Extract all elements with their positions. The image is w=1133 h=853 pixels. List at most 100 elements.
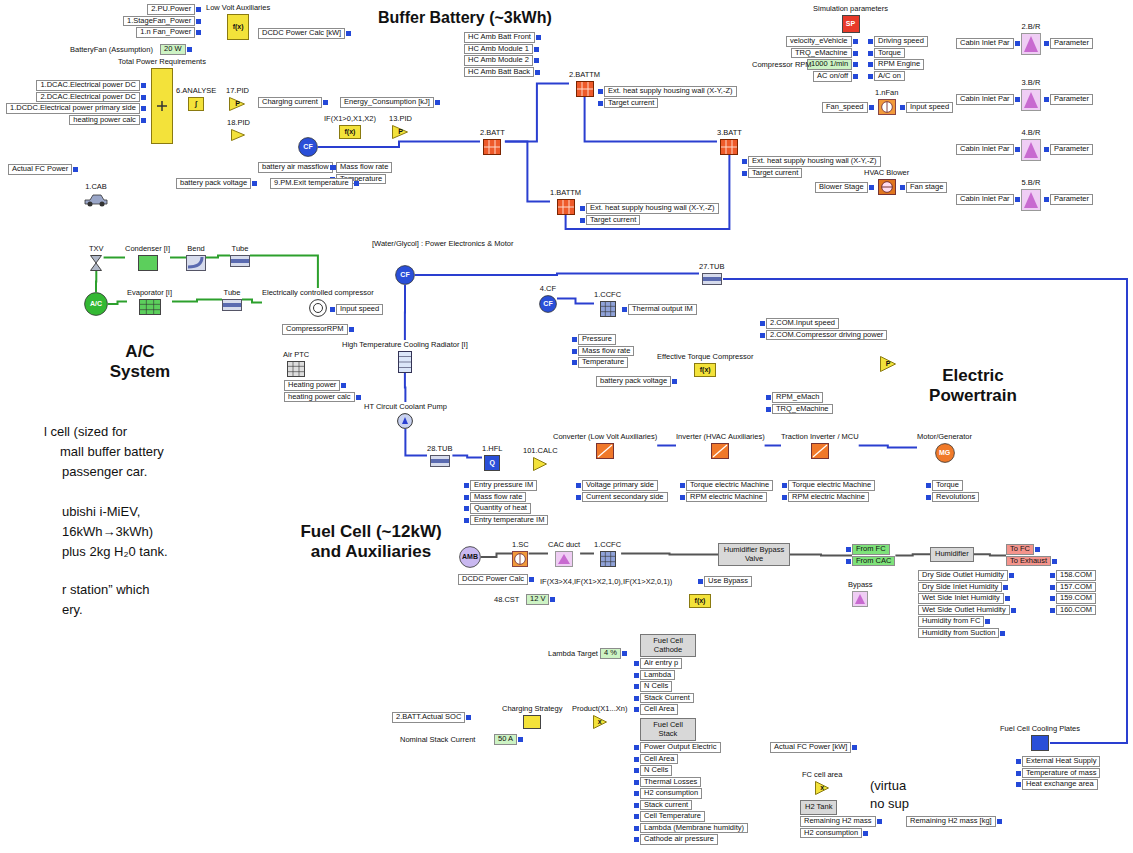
icon-symbol [811,443,829,459]
port-dot [863,831,868,836]
port-dot [900,105,905,110]
icon-frame: x [815,781,829,795]
port-label: CompressorRPM [286,324,344,333]
port-group: HC Amb Batt FrontHC Amb Module 1HC Amb M… [464,32,535,78]
port-row: External Heat Supply [1022,756,1100,767]
component-icon: Simulation parametersSP [813,4,888,33]
port-dot [672,379,677,384]
port-row: RPM electric Machine [686,492,767,503]
component-icon: 1.nFan [875,88,898,115]
port-label: Blower Stage [819,182,864,191]
port-dot [518,737,523,742]
component-name: 13.PID [389,114,412,123]
icon-frame [483,139,501,155]
port-row: From FC [852,544,890,555]
port-row: Mass flow rate [578,346,634,357]
process-block: Humidifier [930,547,974,562]
annotation: (virtua [870,778,906,794]
port-row: Torque [874,48,905,59]
port-dot [853,51,858,56]
port-group: Actual FC Power [kW] [770,742,851,754]
icon-frame [600,301,616,317]
port-group: velocity_eVehicleTRQ_eMachine [786,36,852,59]
port-group: 2.COM.Input speed2.COM.Compressor drivin… [766,318,887,341]
port-group: Input speed [906,102,953,114]
port-row: Stack current [640,800,692,811]
port-row: 12 V [526,594,549,605]
port-label: Lambda [644,670,671,679]
port-label: DCDC Power Calc [462,574,524,583]
block-label: Fuel Cell Stack [645,721,691,738]
component-name: 27.TUB [699,262,724,271]
icon-symbol [711,443,729,459]
component-icon: CAC duct [548,540,580,567]
port-row: Quantity of heat [470,503,531,514]
component-icon: 3.BATT [717,128,742,155]
component-name: 1.nFan [875,88,898,97]
port-row: Mass flow rate [336,162,392,173]
port-dot [354,181,359,186]
port-label: RPM electric Machine [792,492,865,501]
port-dot [141,106,146,111]
port-row: Thermal Losses [640,777,701,788]
component-name: CAC duct [548,540,580,549]
port-row: 1.StageFan_Power [123,16,195,27]
port-dot [323,100,328,105]
port-row: A/C on [874,71,905,82]
component-icon: 3.B/R [1021,78,1041,111]
component-name: 3.BATT [717,128,742,137]
port-group: Actual FC Power [8,164,72,176]
component-icon: 101.CALC [523,446,558,471]
port-dot [1016,771,1021,776]
icon-frame [576,81,594,97]
icon-text: P [388,128,412,136]
port-row: Parameter [1050,144,1093,155]
icon-symbol [576,81,594,97]
port-dot [252,181,257,186]
port-row: To Exhaust [1006,556,1051,567]
component-name: 6.ANALYSE [176,86,216,95]
icon-frame [1021,89,1041,111]
component-name: Charging Strategy [502,704,562,713]
port-dot [1016,759,1021,764]
port-label: 4 % [604,648,617,657]
coolant-line [580,553,594,555]
component-icon: 1.BATTM [550,188,581,215]
port-label: 1.DCAC.Electrical power DC [40,80,135,89]
component-name: HVAC Blower [864,168,909,177]
icon-symbol [720,139,738,155]
icon-symbol [557,199,575,215]
port-group: battery pack voltage [176,178,251,190]
icon-symbol [397,413,413,429]
component-name: 4.B/R [1022,128,1041,137]
port-label: Ext. heat supply housing wall (X-Y,-Z) [752,156,877,165]
component-name: 1.BATTM [550,188,581,197]
port-row: Mass flow rate [470,492,526,503]
icon-symbol [287,361,305,377]
port-label: Parameter [1054,38,1089,47]
icon-frame [533,457,547,471]
port-dot [853,62,858,67]
port-group: Thermal output IM [628,304,697,316]
port-row: DCDC Power Calc [kW] [258,28,345,39]
port-label: TRQ_eMachine [776,404,829,413]
port-label: velocity_eVehicle [790,36,848,45]
port-label: RPM electric Machine [690,492,763,501]
port-label: TRQ_eMachine [795,48,848,57]
value-box: To FCTo Exhaust [1006,544,1051,567]
coolant-line [657,445,676,447]
port-label: 9.PM.Exit temperature [274,178,349,187]
port-label: Cabin Inlet Par [960,144,1010,153]
icon-symbol [1021,89,1041,111]
port-dot [196,30,201,35]
port-dot [1011,608,1016,613]
port-label: HC Amb Module 2 [468,55,529,64]
icon-symbol [139,299,161,315]
component-name: Simulation parameters [813,4,888,13]
port-row: 50 A [494,734,517,745]
port-group: battery air massflow [258,162,333,174]
coolant-line [974,554,1006,555]
icon-symbol [231,129,245,141]
port-dot [464,518,469,523]
port-label: heating power calc [73,115,136,124]
